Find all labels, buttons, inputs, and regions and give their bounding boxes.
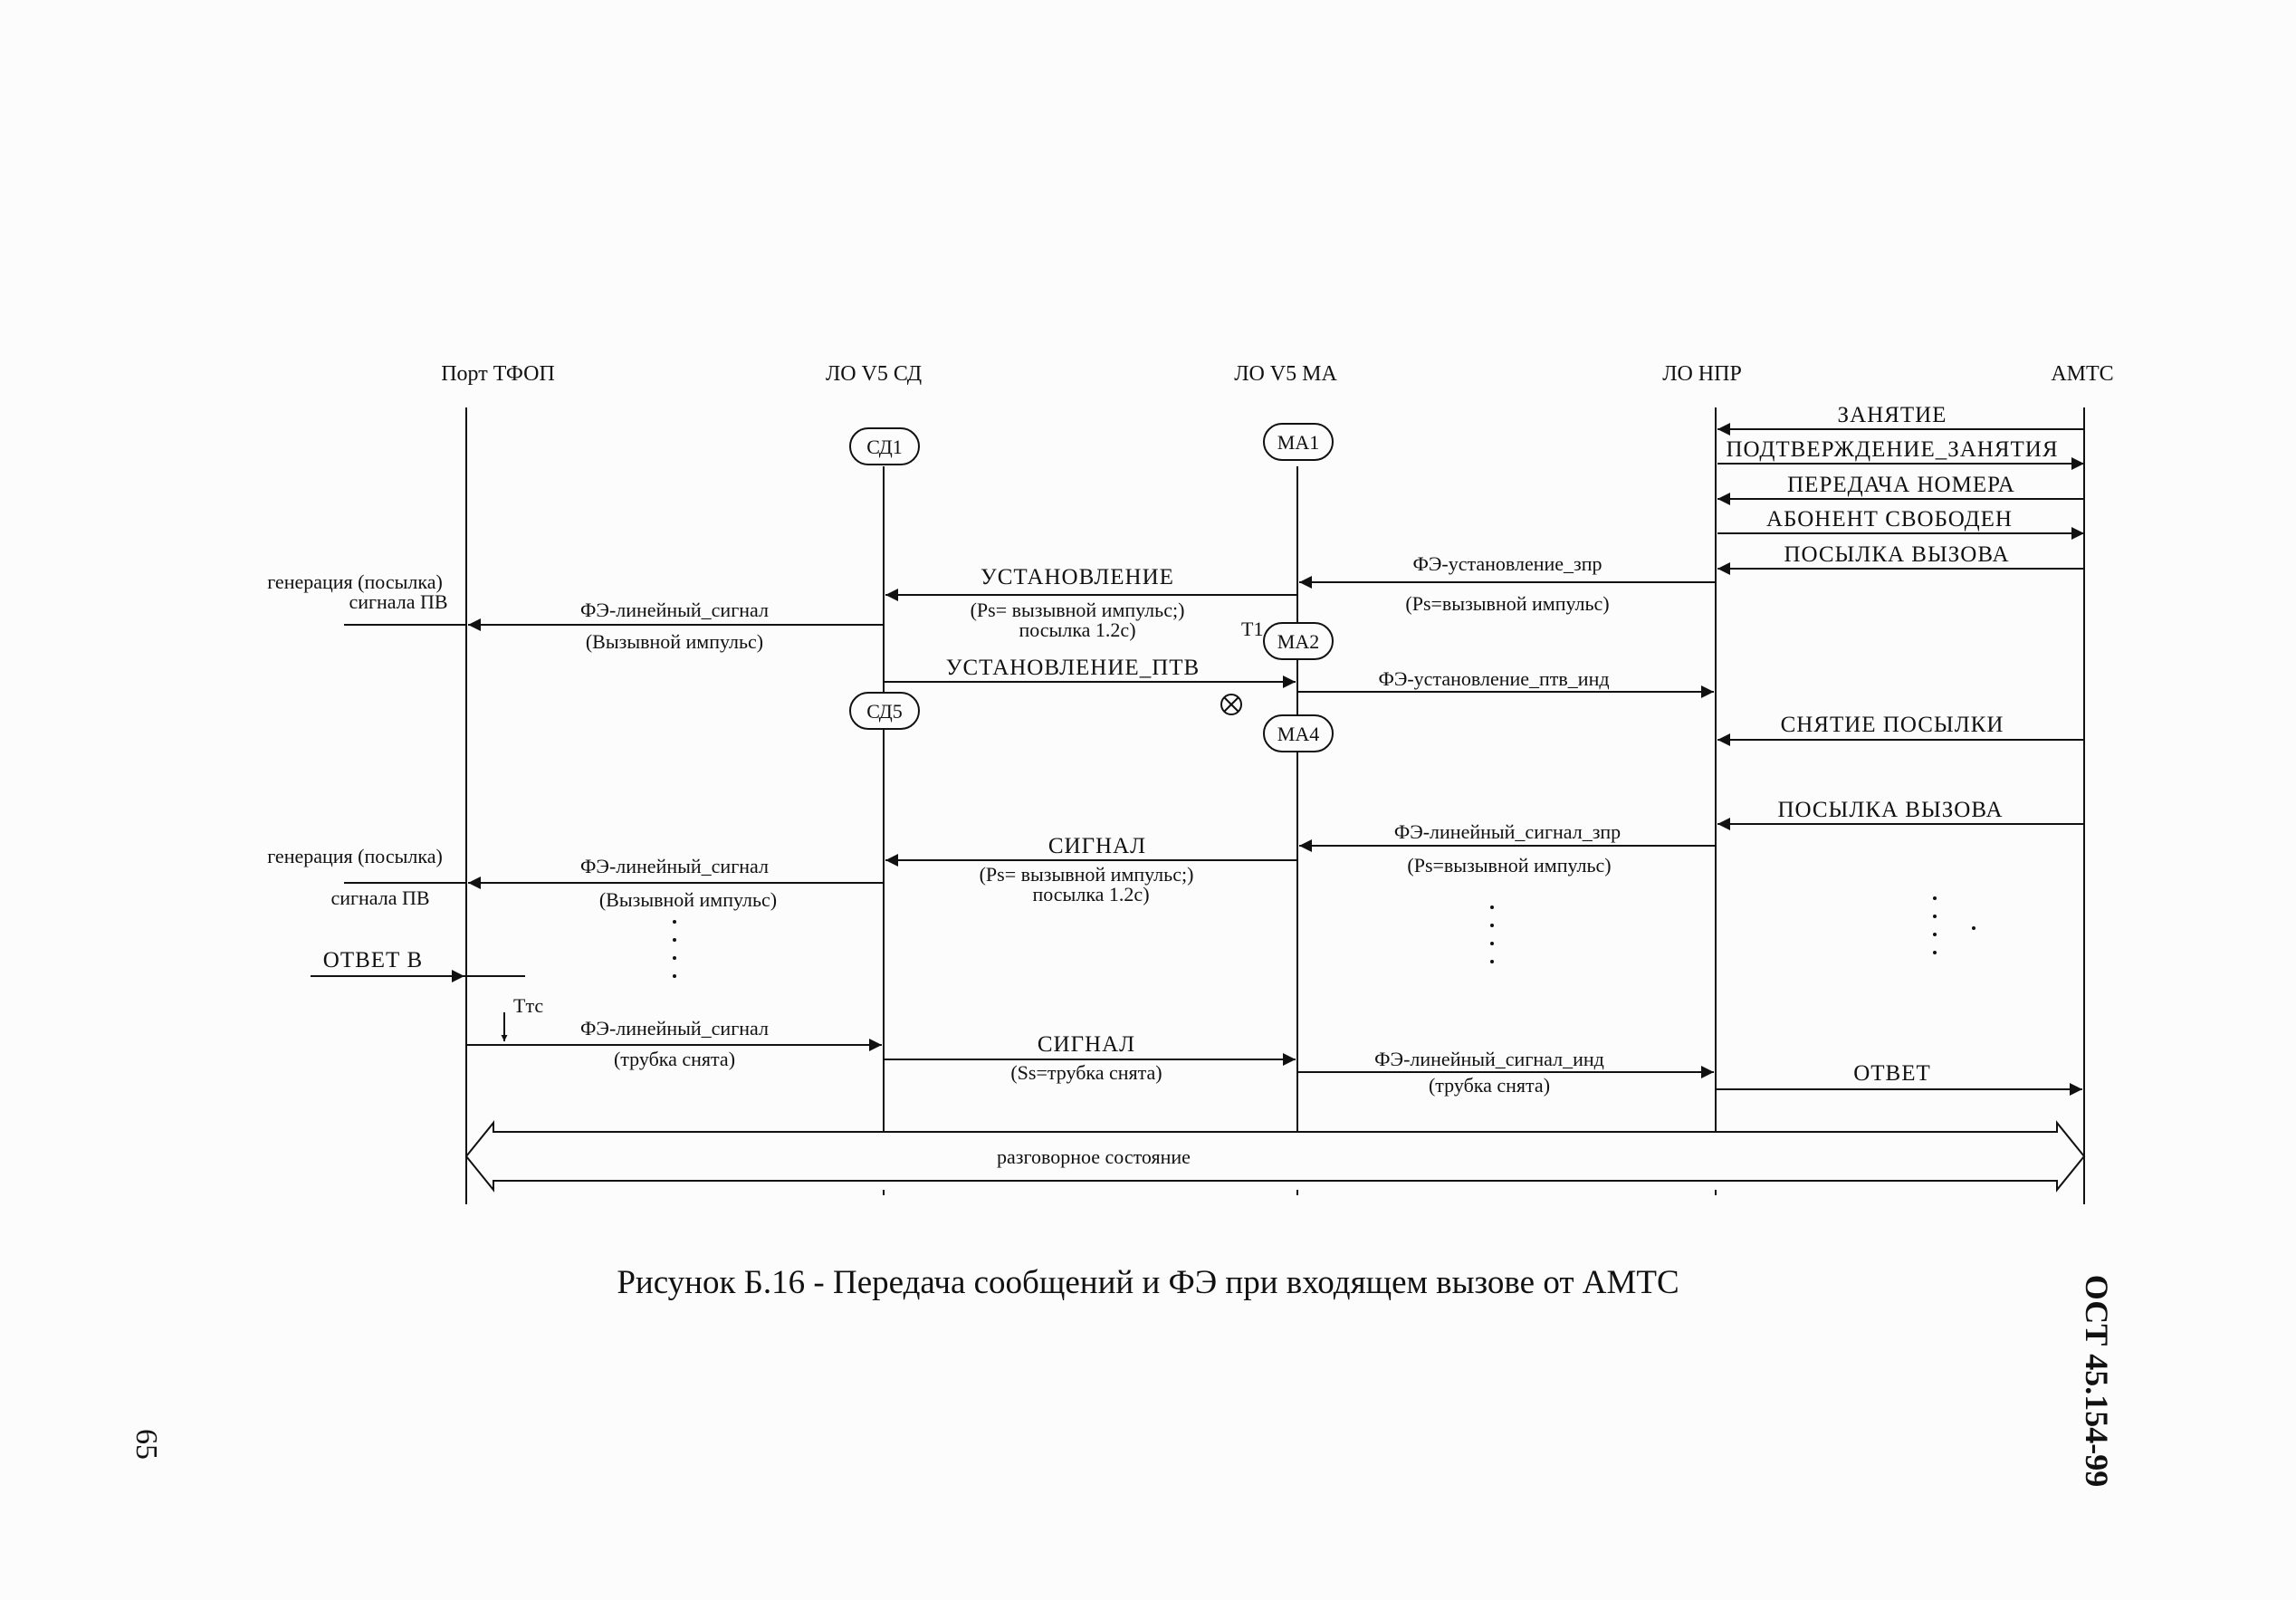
- timer-stop-icon: [1220, 694, 1242, 715]
- lane-title-amts: АМТС: [2051, 362, 2113, 386]
- svg-text:ФЭ-установление_зпр: ФЭ-установление_зпр: [1412, 552, 1602, 575]
- msg-seizure: ЗАНЯТИЕ: [1717, 403, 2084, 436]
- svg-text:ФЭ-линейный_сигнал: ФЭ-линейный_сигнал: [580, 1017, 769, 1040]
- lane-title-sd: ЛО V5 СД: [826, 362, 922, 386]
- conversation-state-arrow: разговорное состояние: [464, 1120, 2086, 1193]
- svg-text:ФЭ-линейный_сигнал: ФЭ-линейный_сигнал: [580, 855, 769, 877]
- svg-text:сигнала ПВ: сигнала ПВ: [330, 886, 429, 909]
- lifeline-tails: [883, 1132, 1717, 1204]
- svg-text:посылка 1.2с): посылка 1.2с): [1019, 618, 1135, 641]
- msg-number-transfer: ПЕРЕДАЧА НОМЕРА: [1717, 473, 2084, 505]
- msg-answer: ОТВЕТ: [1716, 1061, 2082, 1096]
- state-sd1: СД1: [849, 427, 920, 465]
- svg-text:ФЭ-установление_птв_инд: ФЭ-установление_птв_инд: [1378, 667, 1609, 690]
- svg-text:(трубка снята): (трубка снята): [1429, 1074, 1550, 1097]
- svg-text:СНЯТИЕ ПОСЫЛКИ: СНЯТИЕ ПОСЫЛКИ: [1781, 713, 2004, 737]
- msg-fe-line-signal-req: ФЭ-линейный_сигнал_зпр (Ps=вызывной импу…: [1299, 820, 1716, 877]
- msg-ringing-send-2: ПОСЫЛКА ВЫЗОВА: [1717, 798, 2084, 830]
- svg-text:МА1: МА1: [1277, 431, 1319, 454]
- svg-text:генерация (посылка): генерация (посылка): [267, 845, 443, 867]
- msg-fe-line-signal-3: ФЭ-линейный_сигнал (трубка снята): [466, 1017, 882, 1070]
- svg-text:ФЭ-линейный_сигнал_инд: ФЭ-линейный_сигнал_инд: [1374, 1048, 1604, 1070]
- page-number: 65: [129, 1429, 163, 1460]
- msg-ringing-removal: СНЯТИЕ ПОСЫЛКИ: [1717, 713, 2084, 746]
- msg-signal-1: СИГНАЛ (Ps= вызывной импульс;) посылка 1…: [885, 834, 1297, 905]
- svg-text:ОТВЕТ В: ОТВЕТ В: [323, 948, 423, 972]
- svg-text:УСТАНОВЛЕНИЕ_ПТВ: УСТАНОВЛЕНИЕ_ПТВ: [946, 656, 1200, 680]
- lifelines: [465, 407, 2085, 1204]
- msg-fe-establish-req: ФЭ-установление_зпр (Ps=вызывной импульс…: [1299, 552, 1716, 615]
- msg-subscriber-free: АБОНЕНТ СВОБОДЕН: [1717, 507, 2084, 540]
- msg-fe-line-signal-2: ФЭ-линейный_сигнал (Вызывной импульс): [468, 855, 884, 911]
- svg-text:МА4: МА4: [1277, 723, 1319, 745]
- svg-text:(Ps= вызывной импульс;): (Ps= вызывной импульс;): [971, 599, 1185, 621]
- msg-seizure-ack: ПОДТВЕРЖДЕНИЕ_ЗАНЯТИЯ: [1717, 437, 2084, 470]
- lane-title-npr: ЛО НПР: [1662, 362, 1742, 386]
- svg-text:СД5: СД5: [866, 700, 903, 723]
- svg-text:(Ss=трубка снята): (Ss=трубка снята): [1010, 1061, 1162, 1084]
- msg-fe-line-signal-1: ФЭ-линейный_сигнал (Вызывной импульс): [468, 599, 884, 653]
- msg-answer-b: ОТВЕТ В: [311, 948, 525, 982]
- state-ma2: МА2: [1263, 622, 1334, 660]
- svg-text:Ттс: Ттс: [513, 994, 543, 1017]
- lane-title-ma: ЛО V5 МА: [1234, 362, 1337, 386]
- svg-text:сигнала ПВ: сигнала ПВ: [349, 590, 447, 613]
- lane-title-port: Порт ТФОП: [441, 362, 555, 386]
- msg-fe-establish-ack-ind: ФЭ-установление_птв_инд: [1297, 667, 1714, 698]
- svg-text:ФЭ-линейный_сигнал_зпр: ФЭ-линейный_сигнал_зпр: [1394, 820, 1621, 843]
- svg-text:(Вызывной импульс): (Вызывной импульс): [586, 630, 763, 653]
- svg-text:ОТВЕТ: ОТВЕТ: [1853, 1061, 1931, 1086]
- msg-establish: УСТАНОВЛЕНИЕ (Ps= вызывной импульс;) пос…: [885, 565, 1297, 641]
- timer-t1: Т1: [1241, 618, 1263, 640]
- svg-text:разговорное состояние: разговорное состояние: [997, 1145, 1191, 1168]
- svg-text:ПОДТВЕРЖДЕНИЕ_ЗАНЯТИЯ: ПОДТВЕРЖДЕНИЕ_ЗАНЯТИЯ: [1726, 437, 2058, 462]
- svg-text:ПОСЫЛКА ВЫЗОВА: ПОСЫЛКА ВЫЗОВА: [1784, 542, 2009, 567]
- svg-text:ПОСЫЛКА ВЫЗОВА: ПОСЫЛКА ВЫЗОВА: [1777, 798, 2003, 822]
- figure-caption: Рисунок Б.16 - Передача сообщений и ФЭ п…: [617, 1264, 1679, 1301]
- msg-signal-2: СИГНАЛ (Ss=трубка снята): [884, 1032, 1296, 1084]
- timer-ttc: Ттс: [501, 994, 543, 1041]
- svg-text:генерация (посылка): генерация (посылка): [267, 570, 443, 593]
- svg-text:ЗАНЯТИЕ: ЗАНЯТИЕ: [1838, 403, 1947, 427]
- msg-ringing-send: ПОСЫЛКА ВЫЗОВА: [1717, 542, 2084, 575]
- document-id: ОСТ 45.154-99: [2079, 1274, 2115, 1488]
- svg-text:СД1: СД1: [866, 436, 903, 458]
- svg-text:ПЕРЕДАЧА НОМЕРА: ПЕРЕДАЧА НОМЕРА: [1787, 473, 2015, 497]
- svg-text:(Вызывной импульс): (Вызывной импульс): [599, 888, 777, 911]
- state-ma4: МА4: [1263, 714, 1334, 752]
- svg-text:(Ps= вызывной импульс;): (Ps= вызывной импульс;): [980, 863, 1194, 886]
- svg-text:СИГНАЛ: СИГНАЛ: [1048, 834, 1146, 858]
- msg-fe-line-signal-ind: ФЭ-линейный_сигнал_инд (трубка снята): [1297, 1048, 1714, 1097]
- svg-text:ФЭ-линейный_сигнал: ФЭ-линейный_сигнал: [580, 599, 769, 621]
- svg-text:МА2: МА2: [1277, 630, 1319, 653]
- svg-text:АБОНЕНТ СВОБОДЕН: АБОНЕНТ СВОБОДЕН: [1766, 507, 2013, 532]
- msg-establish-ack: УСТАНОВЛЕНИЕ_ПТВ: [884, 656, 1296, 688]
- svg-text:СИГНАЛ: СИГНАЛ: [1038, 1032, 1135, 1057]
- state-sd5: СД5: [849, 692, 920, 730]
- svg-text:УСТАНОВЛЕНИЕ: УСТАНОВЛЕНИЕ: [981, 565, 1174, 589]
- svg-text:(Ps=вызывной импульс): (Ps=вызывной импульс): [1407, 854, 1611, 877]
- msg-generation-1: генерация (посылка) сигнала ПВ: [267, 570, 466, 626]
- state-ma1: МА1: [1263, 423, 1334, 461]
- msg-generation-2: генерация (посылка) сигнала ПВ: [267, 845, 466, 909]
- svg-text:(Ps=вызывной импульс): (Ps=вызывной импульс): [1405, 592, 1609, 615]
- svg-text:(трубка снята): (трубка снята): [614, 1048, 735, 1070]
- continuation-dots: [673, 896, 1976, 978]
- svg-text:посылка 1.2с): посылка 1.2с): [1032, 883, 1149, 905]
